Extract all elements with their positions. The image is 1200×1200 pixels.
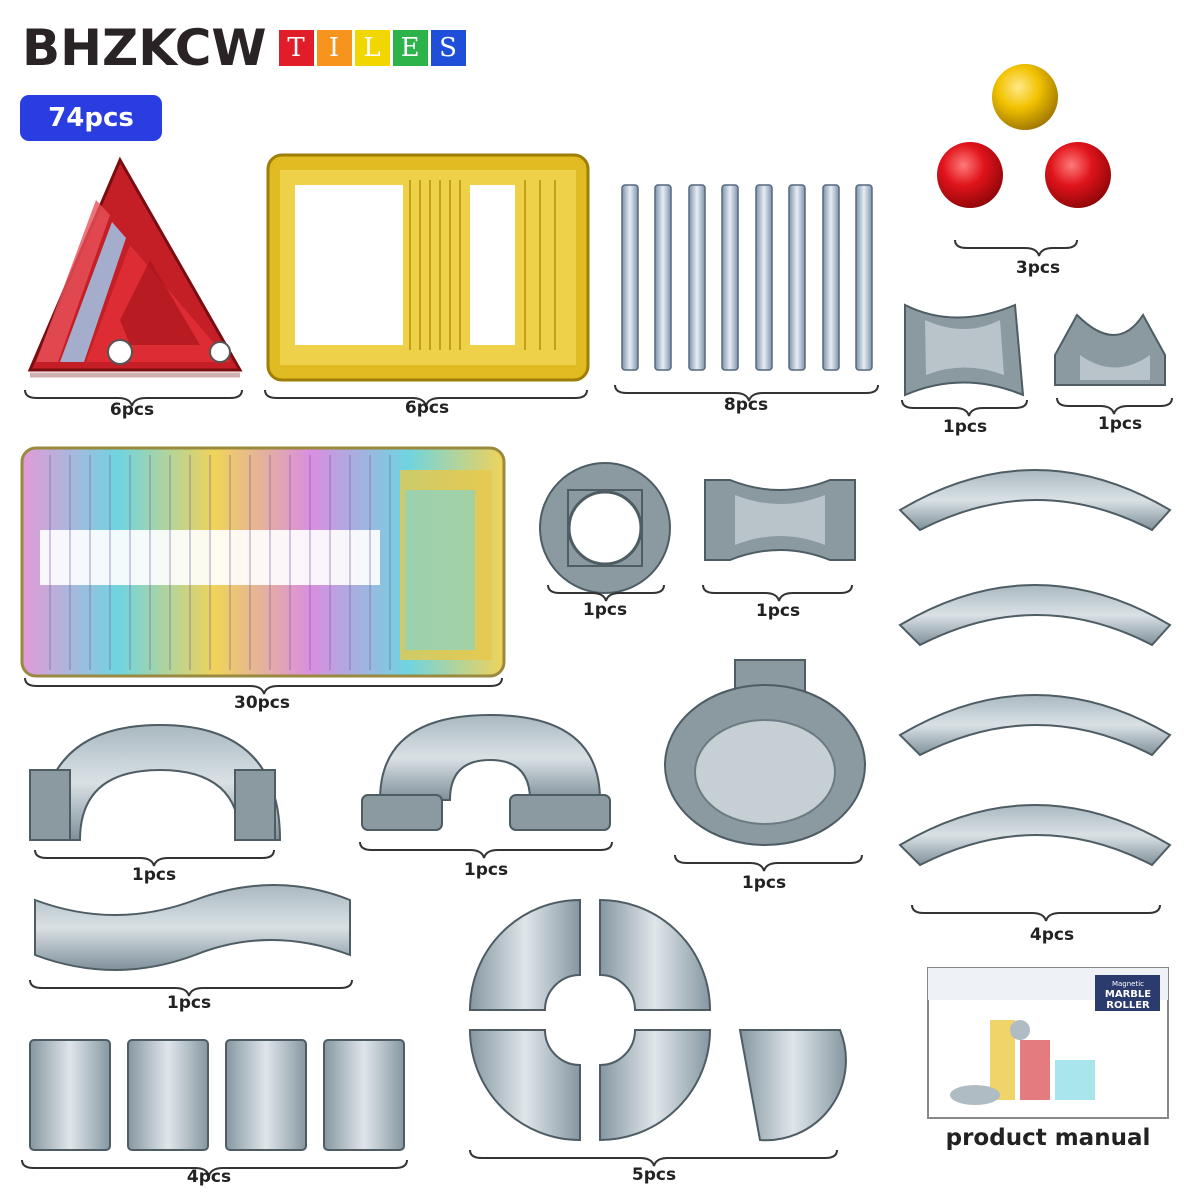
count-label-bowl-funnel: 1pcs (741, 873, 787, 893)
count-label-saddle-piece: 1pcs (755, 601, 801, 621)
arc-tracks-image (898, 469, 1172, 867)
round-tunnel-image (539, 462, 671, 594)
tile-letter-l: L (354, 30, 390, 66)
tile-letter-s: S (430, 30, 466, 66)
tile-letter-e: E (392, 30, 428, 66)
connector-rods-image (621, 184, 873, 371)
triangle-tiles-image (27, 156, 243, 378)
count-label-curved-connector: 1pcs (942, 417, 988, 437)
yellow-frame-tiles-image (266, 153, 590, 382)
count-label-funnel-connector: 1pcs (1097, 414, 1143, 434)
brand-name: BHZKCW (22, 19, 267, 77)
wave-track-image (34, 884, 351, 971)
count-label-arc-tracks: 4pcs (1029, 925, 1075, 945)
tiles-logo: T I L E S (278, 30, 466, 66)
product-manual-image: Magnetic MARBLE ROLLER (927, 967, 1169, 1119)
square-tiles-image (20, 446, 506, 678)
quarter-circle-tracks-image (468, 898, 847, 1142)
manual-brand-line1: Magnetic (1112, 980, 1144, 988)
bowl-funnel-image (664, 659, 866, 846)
u-turn-track-image (361, 713, 611, 831)
marbles-image (937, 64, 1111, 208)
tile-letter-t: T (278, 30, 314, 66)
count-label-connector-rods: 8pcs (723, 395, 769, 415)
count-label-wave-track: 1pcs (166, 993, 212, 1013)
manual-brand-line2: MARBLE (1105, 989, 1151, 1000)
count-label-triangle-tiles: 6pcs (109, 400, 155, 420)
count-label-marbles: 3pcs (1015, 258, 1061, 278)
brand-logo: BHZKCW T I L E S (22, 19, 466, 77)
straight-chutes-image (29, 1039, 405, 1151)
count-label-round-tunnel: 1pcs (582, 600, 628, 620)
saddle-piece-image (704, 479, 856, 561)
manual-brand-line3: ROLLER (1106, 1000, 1150, 1011)
curved-connector-image (904, 303, 1025, 397)
piece-count-badge: 74pcs (20, 95, 162, 141)
count-label-square-tiles: 30pcs (233, 693, 291, 713)
count-label-yellow-frame-tiles: 6pcs (404, 398, 450, 418)
count-label-straight-chutes: 4pcs (186, 1167, 232, 1187)
product-manual-label: product manual (945, 1125, 1151, 1151)
count-label-u-turn-track: 1pcs (463, 860, 509, 880)
count-label-quarter-circle-tracks: 5pcs (631, 1165, 677, 1185)
count-label-bridge-arch: 1pcs (131, 865, 177, 885)
tile-letter-i: I (316, 30, 352, 66)
bridge-arch-image (29, 723, 282, 841)
funnel-connector-image (1054, 313, 1166, 386)
